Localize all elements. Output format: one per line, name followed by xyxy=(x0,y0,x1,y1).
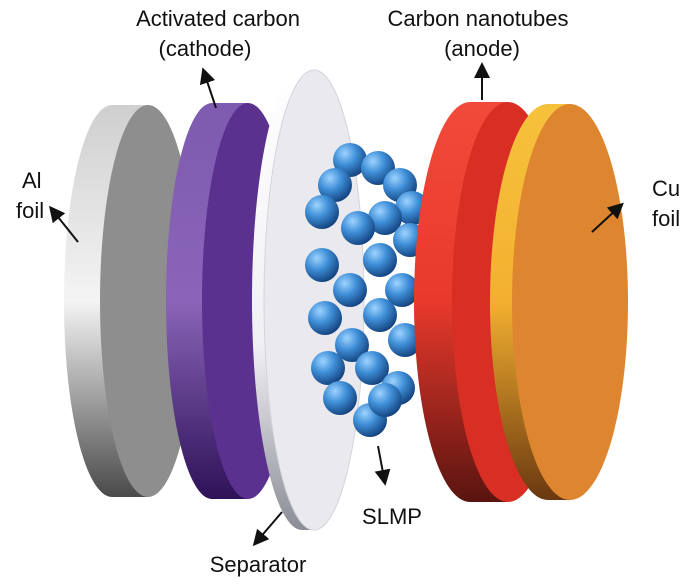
cathode-label-line1: Activated carbon xyxy=(136,6,300,31)
anode-label-line2: (anode) xyxy=(444,36,520,61)
slmp-spheres xyxy=(305,143,429,437)
slmp-arrow xyxy=(374,445,391,486)
separator-label: Separator xyxy=(210,552,307,577)
cathode-arrow xyxy=(199,67,217,109)
cu-foil-disc xyxy=(490,104,628,500)
cu-foil-arrow xyxy=(591,202,624,233)
cu-foil-label-line2: foil xyxy=(652,206,680,231)
separator-arrow xyxy=(252,511,283,547)
slmp-label: SLMP xyxy=(362,504,422,529)
anode-label-line1: Carbon nanotubes xyxy=(387,6,568,31)
cathode-label-line2: (cathode) xyxy=(159,36,252,61)
al-foil-label-line2: foil xyxy=(16,198,44,223)
cu-foil-label-line1: Cu xyxy=(652,176,680,201)
al-foil-disc xyxy=(64,105,196,497)
al-foil-label-line1: Al xyxy=(22,168,42,193)
al-foil-arrow xyxy=(49,205,79,243)
